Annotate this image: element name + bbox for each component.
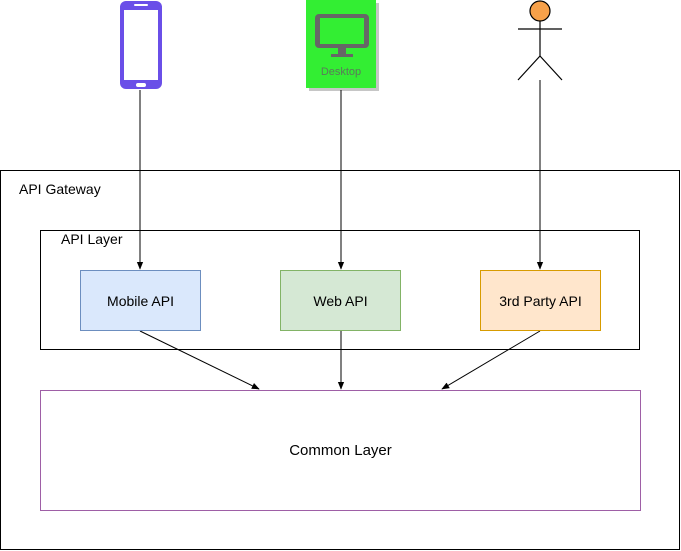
mobile-api-box[interactable]: Mobile API xyxy=(80,270,201,331)
common-layer-box[interactable]: Common Layer xyxy=(40,390,641,511)
common-layer-label: Common Layer xyxy=(289,442,392,459)
desktop-monitor-icon[interactable] xyxy=(306,0,379,91)
api-gateway-title: API Gateway xyxy=(19,181,101,197)
api-gateway-container[interactable] xyxy=(0,170,680,550)
web-api-label: Web API xyxy=(313,292,368,309)
mobile-api-label: Mobile API xyxy=(107,292,174,309)
stick-figure-user-icon[interactable] xyxy=(517,0,563,81)
3rd-party-api-box[interactable]: 3rd Party API xyxy=(480,270,601,331)
mobile-api-to-common-arrow xyxy=(139,330,260,390)
api-layer-title: API Layer xyxy=(61,231,123,247)
3rd-party-api-label: 3rd Party API xyxy=(499,292,582,309)
smartphone-icon[interactable] xyxy=(120,1,162,89)
web-api-box[interactable]: Web API xyxy=(280,270,401,331)
api-layer-container[interactable] xyxy=(40,230,640,350)
desktop-label: Desktop xyxy=(320,66,362,78)
3rd-party-api-to-common-arrow xyxy=(441,330,541,390)
